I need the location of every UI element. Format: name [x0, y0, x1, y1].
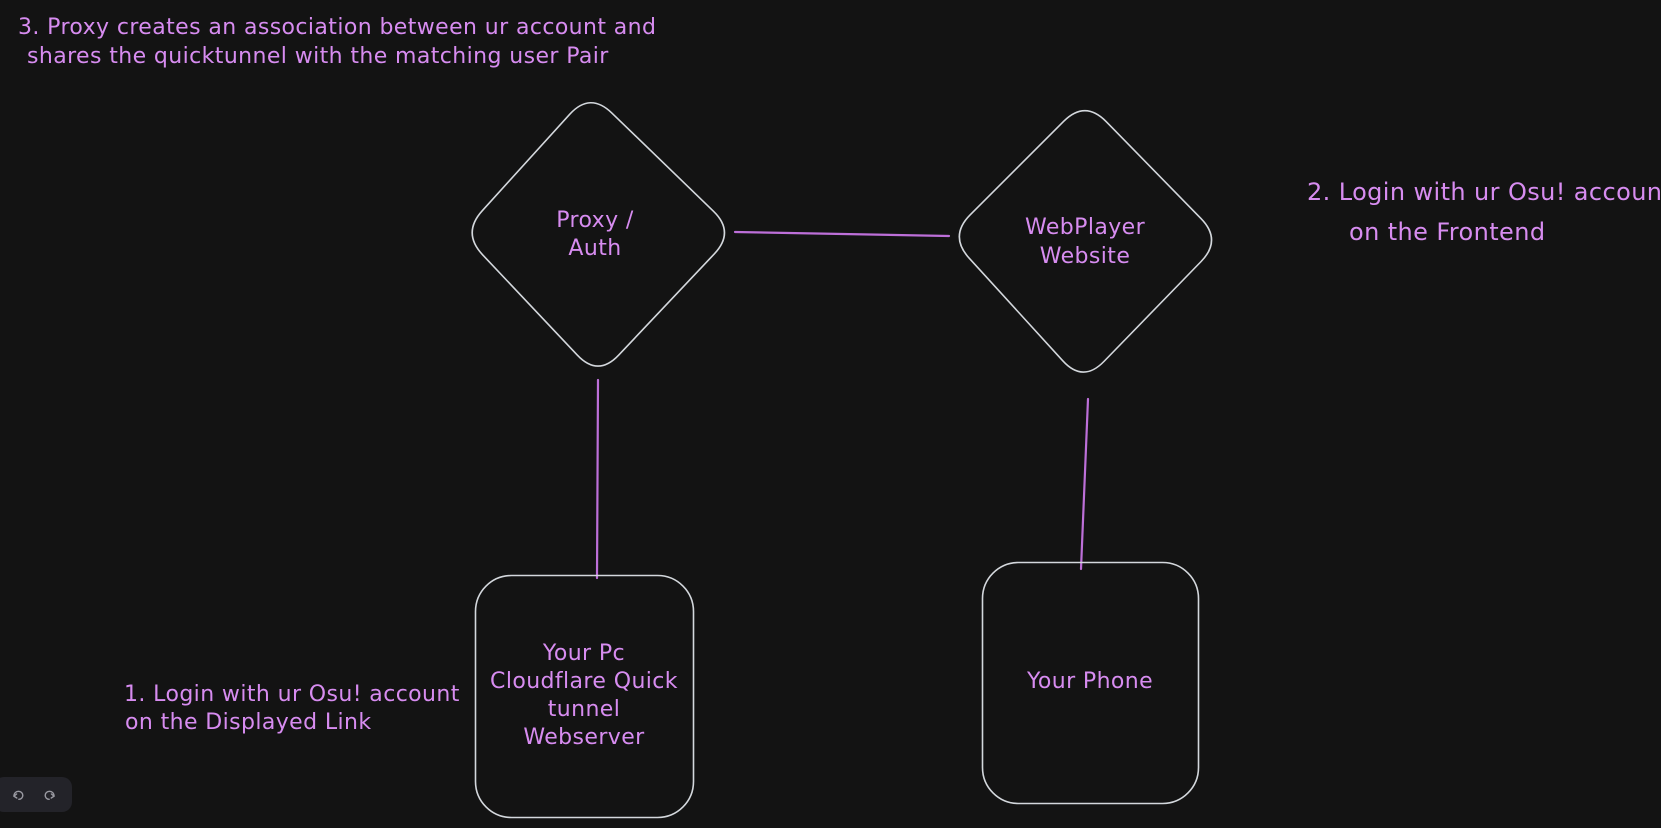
- pc-webserver-rect[interactable]: [474, 574, 695, 819]
- redo-button[interactable]: [36, 781, 64, 809]
- connector-webplayer-to-phone[interactable]: [1079, 397, 1090, 571]
- webplayer-label-line: Website: [1039, 244, 1131, 269]
- pc-webserver-label-line: Cloudflare Quick: [490, 669, 678, 694]
- note-step3[interactable]: 3. Proxy creates an association between …: [18, 13, 656, 71]
- proxy-auth-diamond[interactable]: [471, 101, 726, 367]
- note-step2-line2: on the Frontend: [1349, 218, 1546, 246]
- note-step1[interactable]: 1. Login with ur Osu! account on the Dis…: [124, 681, 460, 737]
- undo-button[interactable]: [4, 781, 32, 809]
- pc-webserver-label-line: Your Pc: [542, 641, 626, 666]
- history-toolbar: [0, 777, 72, 812]
- pc-webserver-label-line: Webserver: [523, 725, 645, 750]
- note-step1-line2: on the Displayed Link: [125, 710, 372, 735]
- proxy-auth-label-line: Auth: [568, 236, 622, 261]
- webplayer-website-label[interactable]: WebPlayer Website: [1025, 213, 1145, 271]
- redo-icon: [44, 790, 55, 800]
- phone-rect[interactable]: [981, 561, 1200, 805]
- phone-label[interactable]: Your Phone: [1027, 668, 1153, 696]
- proxy-auth-label[interactable]: Proxy / Auth: [556, 207, 633, 263]
- pc-webserver-label[interactable]: Your Pc Cloudflare Quick tunnel Webserve…: [490, 640, 678, 752]
- webplayer-label-line: WebPlayer: [1024, 215, 1146, 240]
- undo-icon: [13, 790, 24, 800]
- note-step2[interactable]: 2. Login with ur Osu! account on the Fro…: [1307, 172, 1661, 252]
- proxy-auth-label-line: Proxy /: [556, 208, 634, 233]
- note-step3-line1: 3. Proxy creates an association between …: [18, 15, 657, 40]
- note-step1-line1: 1. Login with ur Osu! account: [124, 682, 460, 707]
- pc-webserver-label-line: tunnel: [547, 697, 621, 722]
- phone-label-line: Your Phone: [1026, 669, 1154, 694]
- connector-proxy-to-pc[interactable]: [595, 378, 600, 580]
- note-step3-line2: shares the quicktunnel with the matching…: [27, 44, 609, 69]
- webplayer-website-diamond[interactable]: [958, 109, 1213, 373]
- note-step2-line1: 2. Login with ur Osu! account: [1307, 178, 1661, 206]
- connector-proxy-to-webplayer[interactable]: [733, 230, 951, 238]
